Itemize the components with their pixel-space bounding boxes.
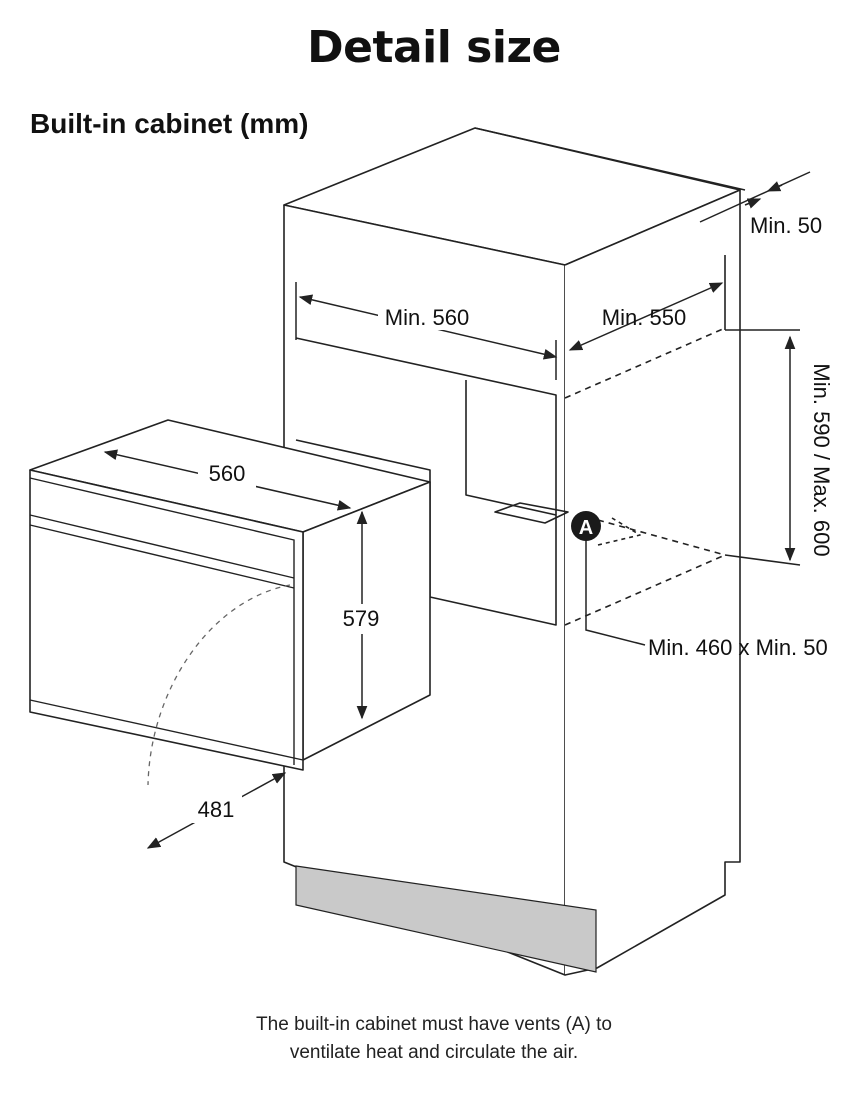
label-opening-height: Min. 590 / Max. 600 (809, 363, 834, 556)
label-top-clearance: Min. 50 (750, 213, 822, 238)
label-door-swing: 481 (198, 797, 235, 822)
label-vent-size: Min. 460 x Min. 50 (648, 635, 828, 660)
label-cabinet-width: Min. 560 (385, 305, 469, 330)
oven-front (29, 469, 304, 771)
cabinet-plinth (295, 865, 597, 973)
vent-marker-label: A (579, 517, 593, 539)
caption-line-1: The built-in cabinet must have vents (A)… (256, 1014, 612, 1035)
label-cabinet-depth: Min. 550 (602, 305, 686, 330)
caption-line-2: ventilate heat and circulate the air. (289, 1042, 579, 1063)
opening-inner (465, 380, 557, 516)
label-oven-height: 579 (343, 606, 380, 631)
vent-leader-line (585, 538, 646, 646)
vent-marker-circle (571, 511, 601, 541)
cabinet-side (564, 189, 741, 976)
dim-line-top-clearance (699, 171, 811, 223)
label-oven-width: 560 (209, 461, 246, 486)
door-swing-arc (147, 584, 291, 786)
cabinet-opening (295, 337, 557, 626)
section-title: Built-in cabinet (mm) (30, 108, 309, 139)
vent-slot (494, 502, 569, 524)
dim-line-cabinet-depth (568, 282, 724, 351)
page-title: Detail size (307, 22, 561, 73)
